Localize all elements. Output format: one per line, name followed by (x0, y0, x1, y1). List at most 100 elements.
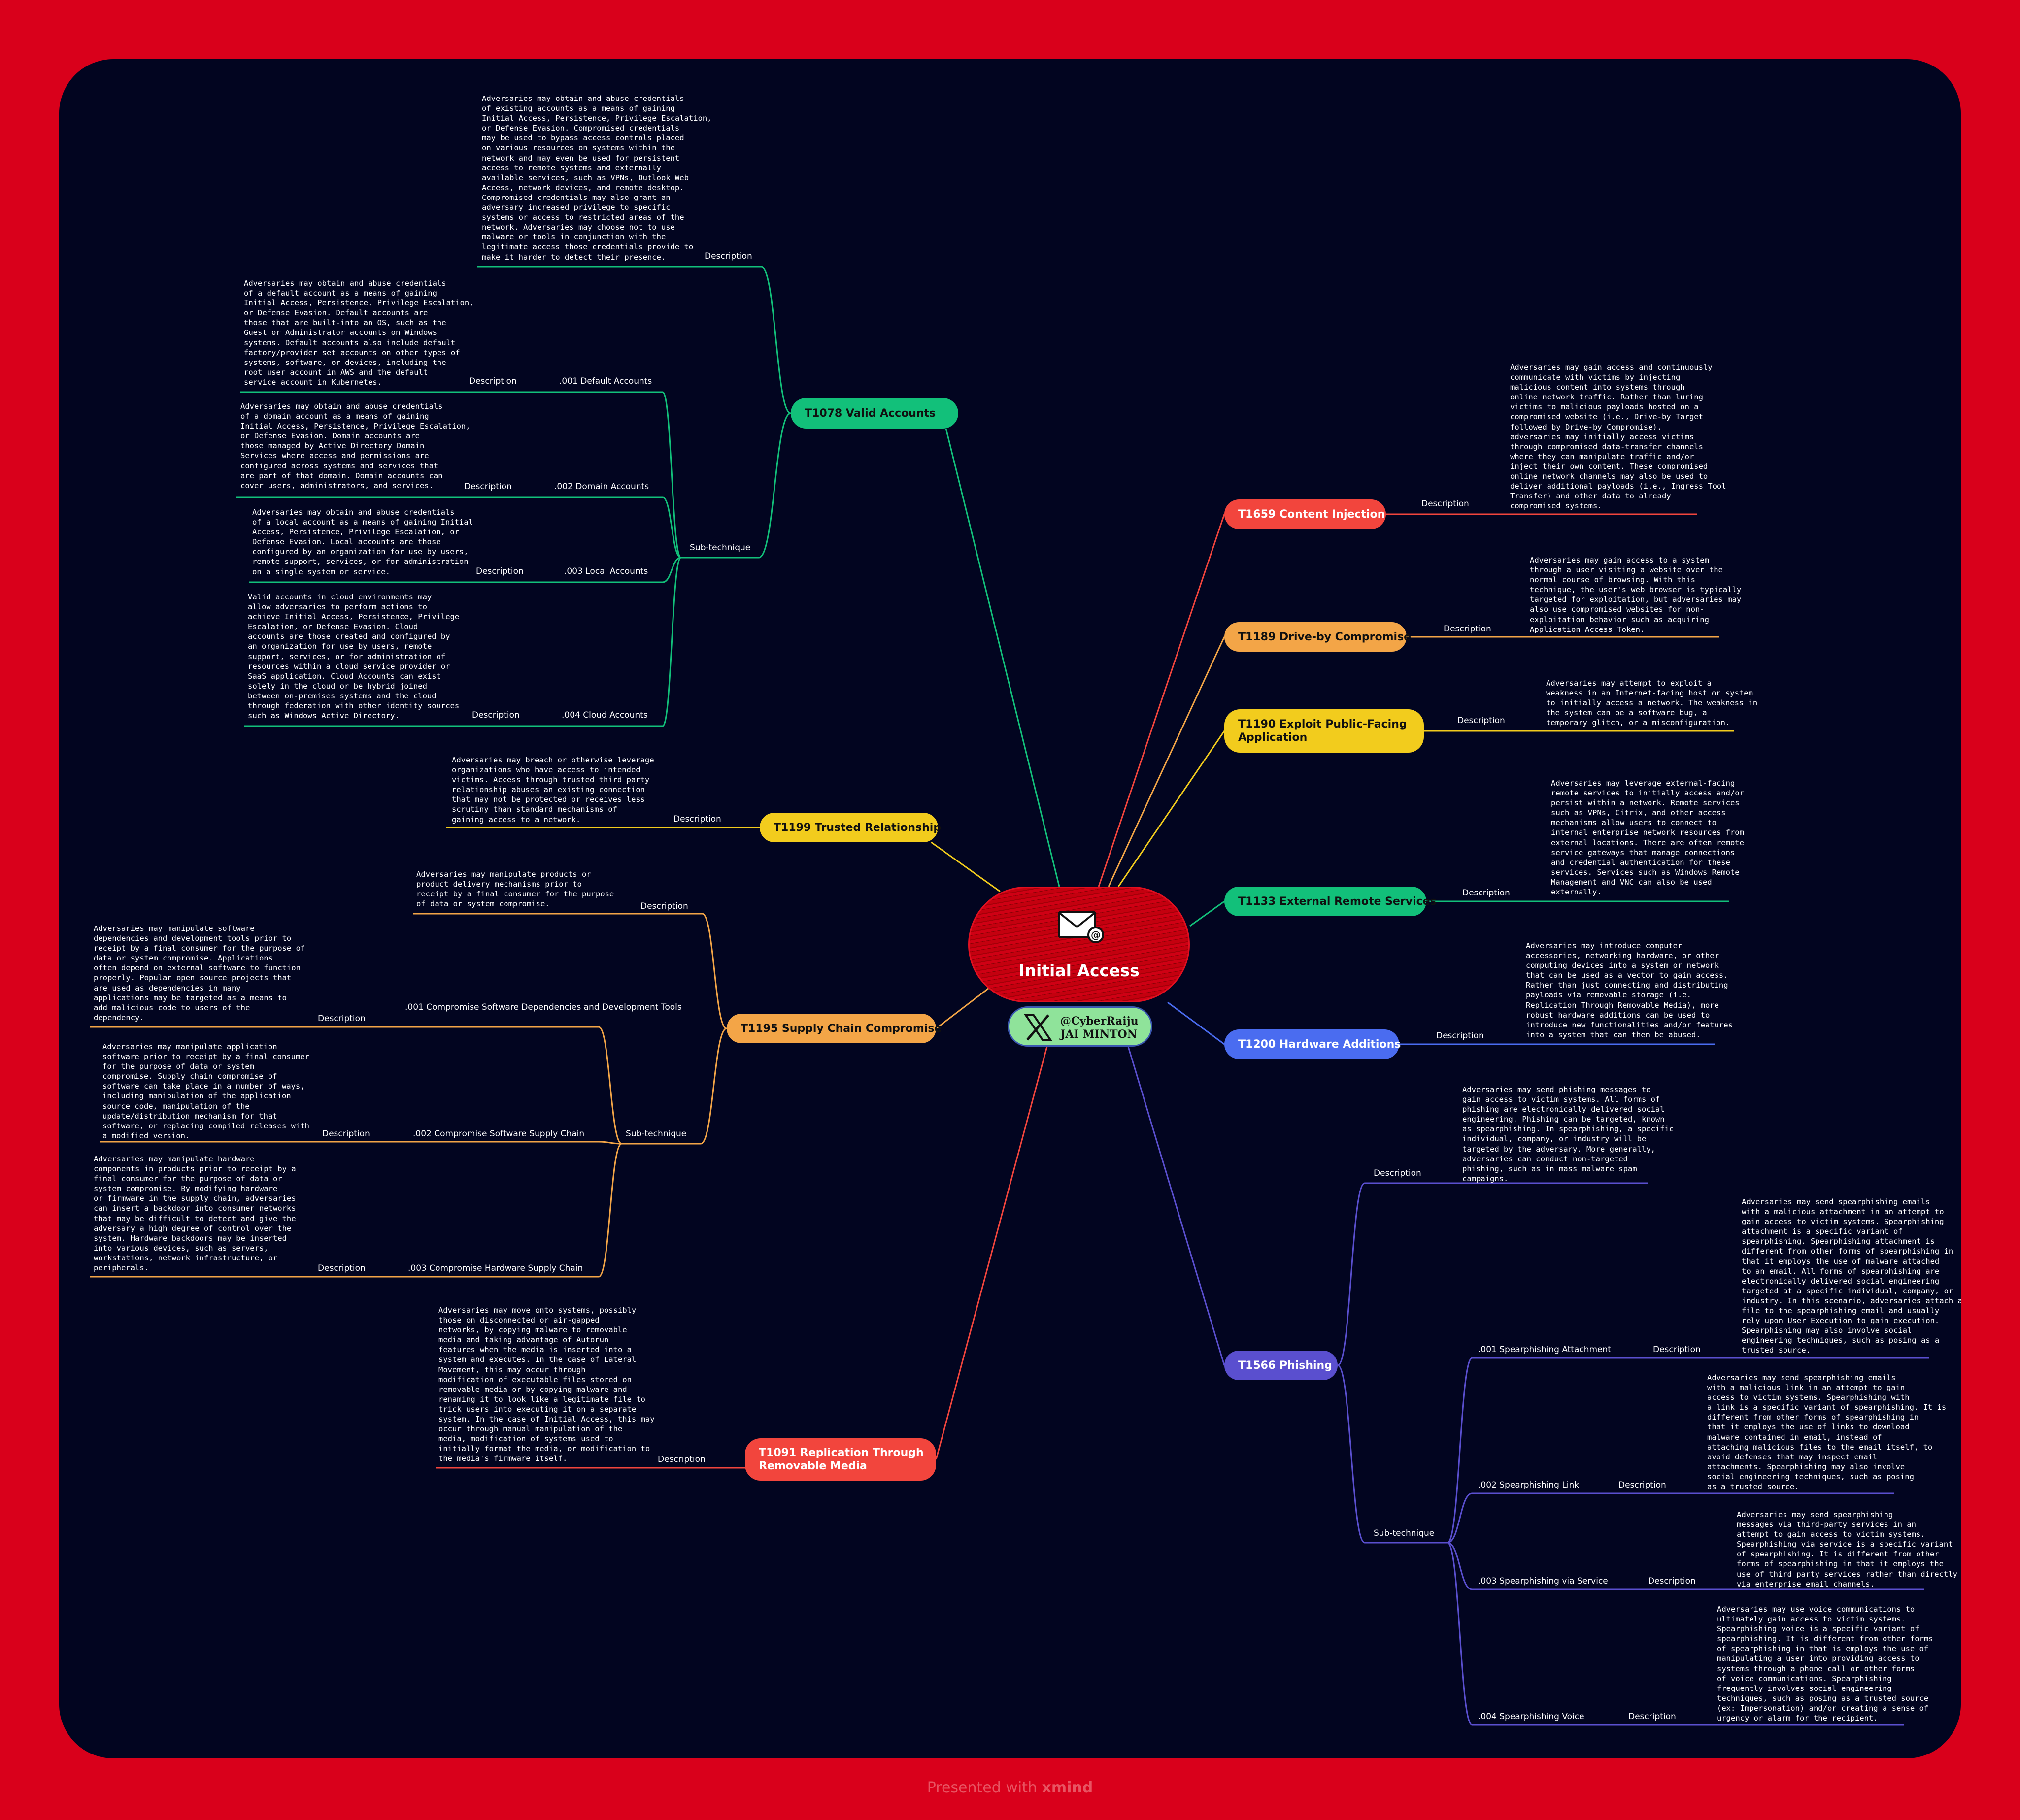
t1566-003-spearphishing-via-service[interactable]: .003 Spearphishing via Service (1478, 1576, 1608, 1586)
link-center-t1091 (935, 1046, 1048, 1460)
technique-t1189-label: T1189 Drive-by Compromise (1238, 630, 1412, 643)
t1078-001-description-label: Description (469, 376, 517, 386)
link-t1078-sub-4 (662, 557, 682, 727)
link-center-t1078 (945, 428, 1060, 887)
t1200-description-label: Description (1436, 1031, 1484, 1041)
t1078-003-description-label: Description (476, 566, 524, 576)
t1195-001-description-text: Adversaries may manipulate software depe… (94, 924, 305, 1022)
link-center-t1189 (1108, 636, 1225, 887)
link-center-t1195 (936, 984, 993, 1029)
t1078-004-description-text: Valid accounts in cloud environments may… (248, 593, 460, 721)
t1199-description-label: Description (673, 814, 721, 824)
link-t1566-sub-3 (1447, 1542, 1473, 1590)
link-t1078-sub-2 (662, 496, 681, 559)
t1195-002-description-label: Description (322, 1129, 370, 1139)
t1078-description-text: Adversaries may obtain and abuse credent… (482, 94, 712, 262)
technique-t1133-external-remote-services[interactable]: T1133 External Remote Services (1224, 887, 1437, 916)
footer-prefix: Presented with (927, 1779, 1042, 1796)
link-center-t1133 (1189, 900, 1225, 927)
t1078-002-description-text: Adversaries may obtain and abuse credent… (240, 402, 471, 490)
t1091-description-label: Description (658, 1455, 706, 1464)
envelope-at-icon: @ (1058, 911, 1104, 943)
t1566-001-spearphishing-attachment[interactable]: .001 Spearphishing Attachment (1478, 1345, 1611, 1355)
link-t1566-sub-4 (1447, 1542, 1473, 1726)
t1566-002-description-label: Description (1618, 1480, 1666, 1490)
t1566-004-spearphishing-voice[interactable]: .004 Spearphishing Voice (1478, 1712, 1584, 1721)
t1195-001-description-label: Description (318, 1014, 366, 1024)
t1133-description-label: Description (1462, 888, 1510, 898)
t1199-description-text: Adversaries may breach or otherwise leve… (452, 756, 654, 824)
t1078-002-domain-accounts[interactable]: .002 Domain Accounts (554, 482, 649, 492)
technique-t1195-supply-chain-compromise[interactable]: T1195 Supply Chain Compromise (727, 1014, 942, 1043)
connector-lines (90, 266, 1929, 1726)
t1566-003-description-text: Adversaries may send spearphishing messa… (1737, 1510, 1957, 1588)
technique-t1659-content-injection[interactable]: T1659 Content Injection (1224, 499, 1386, 529)
t1566-sub-technique-label: Sub-technique (1374, 1528, 1435, 1538)
t1566-002-description-text: Adversaries may send spearphishing email… (1707, 1373, 1947, 1491)
t1195-002-description-text: Adversaries may manipulate application s… (102, 1042, 309, 1140)
t1190-description-label: Description (1457, 716, 1505, 726)
t1195-003-description-label: Description (318, 1263, 366, 1273)
link-t1566-sub-2 (1447, 1492, 1473, 1544)
mindmap-canvas: @ Initial Access @CyberRaiju JAI MINTON … (59, 59, 1961, 1758)
technique-t1199-trusted-relationship[interactable]: T1199 Trusted Relationship (760, 813, 942, 842)
link-t1566-sub-1 (1447, 1357, 1473, 1544)
t1195-description-label: Description (640, 901, 688, 911)
t1195-description-text: Adversaries may manipulate products or p… (416, 870, 614, 909)
technique-t1133-label: T1133 External Remote Services (1238, 895, 1437, 908)
author-name: JAI MINTON (1060, 1028, 1137, 1041)
technique-t1091-replication-through-removable-media[interactable]: T1091 Replication Through Removable Medi… (745, 1438, 936, 1481)
t1078-004-description-label: Description (472, 710, 520, 720)
central-topic-initial-access[interactable]: @ Initial Access (968, 887, 1190, 1002)
technique-t1566-phishing[interactable]: T1566 Phishing (1224, 1351, 1338, 1380)
link-t1566-subtechnique (1337, 1364, 1365, 1544)
t1078-004-cloud-accounts[interactable]: .004 Cloud Accounts (562, 710, 648, 720)
link-t1566-description (1337, 1182, 1365, 1366)
link-t1078-sub-1 (662, 391, 682, 559)
t1195-003-compromise-hardware-supply-chain[interactable]: .003 Compromise Hardware Supply Chain (408, 1263, 583, 1273)
link-t1195-description (702, 913, 727, 1029)
t1189-description-label: Description (1444, 624, 1491, 634)
t1566-004-description-text: Adversaries may use voice communications… (1717, 1605, 1933, 1723)
t1078-003-local-accounts[interactable]: .003 Local Accounts (564, 566, 648, 576)
t1566-002-spearphishing-link[interactable]: .002 Spearphishing Link (1478, 1480, 1580, 1490)
link-t1195-sub-1 (598, 1026, 622, 1145)
t1566-description-text: Adversaries may send phishing messages t… (1462, 1085, 1674, 1183)
t1566-001-description-text: Adversaries may send spearphishing email… (1742, 1197, 1961, 1355)
t1078-001-default-accounts[interactable]: .001 Default Accounts (559, 376, 652, 386)
t1078-003-description-text: Adversaries may obtain and abuse credent… (252, 508, 473, 576)
t1078-sub-technique-label: Sub-technique (690, 543, 751, 553)
link-center-t1566 (1127, 1046, 1225, 1366)
link-t1078-subtechnique (758, 412, 791, 559)
t1091-description-text: Adversaries may move onto systems, possi… (438, 1306, 655, 1463)
t1189-description-text: Adversaries may gain access to a system … (1530, 556, 1742, 634)
t1566-003-description-label: Description (1648, 1576, 1696, 1586)
t1078-002-description-label: Description (464, 482, 512, 492)
t1133-description-text: Adversaries may leverage external-facing… (1551, 779, 1744, 897)
technique-t1659-label: T1659 Content Injection (1238, 508, 1385, 521)
technique-t1199-label: T1199 Trusted Relationship (774, 821, 942, 834)
technique-t1195-label: T1195 Supply Chain Compromise (741, 1022, 942, 1035)
t1566-description-label: Description (1374, 1168, 1421, 1178)
technique-t1189-drive-by-compromise[interactable]: T1189 Drive-by Compromise (1224, 622, 1411, 652)
link-center-t1199 (931, 841, 1001, 893)
link-t1195-sub-3 (598, 1143, 622, 1278)
t1190-description-text: Adversaries may attempt to exploit a wea… (1546, 679, 1758, 728)
technique-t1190-label: T1190 Exploit Public-Facing Application (1238, 718, 1407, 744)
technique-t1200-hardware-additions[interactable]: T1200 Hardware Additions (1224, 1029, 1401, 1059)
link-center-t1190 (1117, 730, 1225, 887)
technique-t1190-exploit-public-facing-application[interactable]: T1190 Exploit Public-Facing Application (1224, 709, 1424, 753)
link-center-t1659 (1098, 514, 1225, 887)
author-badge[interactable]: @CyberRaiju JAI MINTON (1008, 1006, 1152, 1047)
t1195-003-description-text: Adversaries may manipulate hardware comp… (94, 1155, 296, 1273)
technique-t1566-label: T1566 Phishing (1238, 1359, 1332, 1372)
t1195-002-compromise-software-supply-chain[interactable]: .002 Compromise Software Supply Chain (413, 1129, 585, 1139)
technique-t1078-valid-accounts[interactable]: T1078 Valid Accounts (791, 398, 958, 429)
t1078-001-description-text: Adversaries may obtain and abuse credent… (244, 279, 474, 387)
t1195-001-compromise-software-dependencies[interactable]: .001 Compromise Software Dependencies an… (405, 1002, 682, 1012)
link-center-t1200 (1167, 1001, 1225, 1045)
t1200-description-text: Adversaries may introduce computer acces… (1526, 941, 1733, 1039)
author-handle: @CyberRaiju (1060, 1015, 1139, 1027)
technique-t1078-label: T1078 Valid Accounts (805, 407, 936, 420)
link-t1078-sub-3 (662, 557, 681, 583)
